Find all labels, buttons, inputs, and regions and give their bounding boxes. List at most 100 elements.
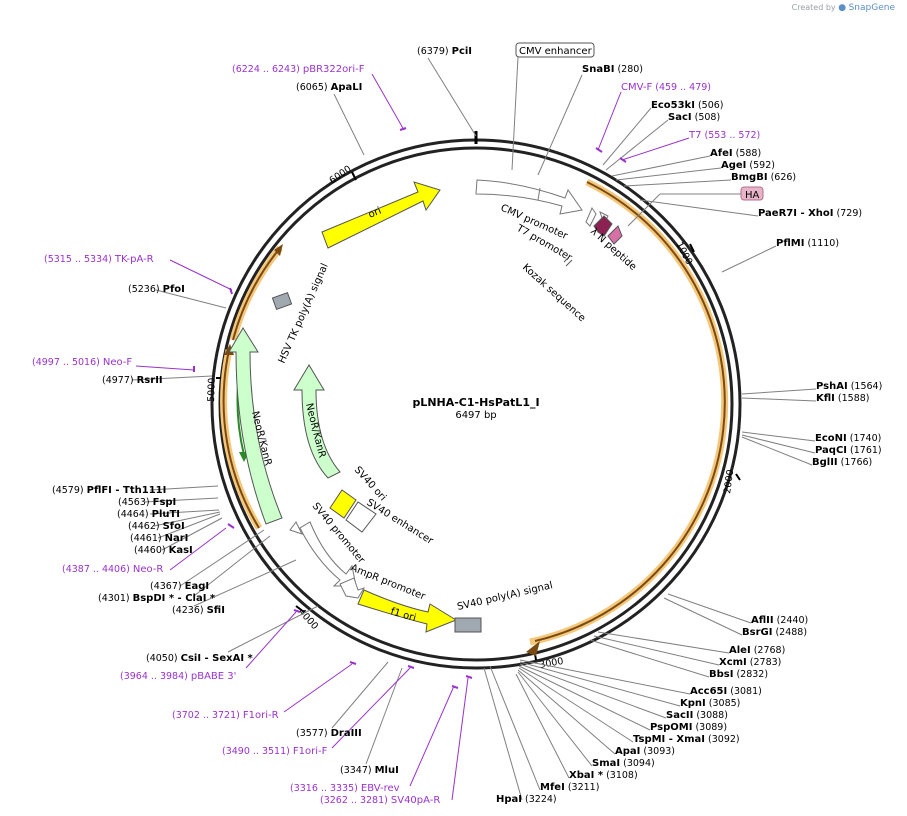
orf-band-left-upper [229, 245, 283, 341]
neor-kanr-outer-feature [228, 327, 283, 525]
snapgene-credit: Created by ● SnapGene [792, 3, 895, 13]
site-line-PflMI [721, 245, 777, 273]
primer-line-EBV-rev [409, 685, 455, 787]
site-name-NarI: NarI [165, 533, 189, 544]
site-AleI: AleI (2768) [729, 645, 785, 656]
site-DraIII: (3577) DraIII [296, 728, 362, 739]
site-name-BbsI: BbsI [709, 669, 733, 680]
site-name-PspOMI: PspOMI [650, 722, 692, 733]
site-line-AgeI [615, 167, 722, 181]
site-name-XbaI: XbaI * [569, 770, 604, 781]
site-line-PshAI [741, 388, 817, 395]
site-name-PaqCI: PaqCI [815, 445, 847, 456]
plasmid-length: 6497 bp [455, 410, 496, 421]
site-pos-MfeI: (3211) [565, 782, 600, 793]
site-PspOMI: PspOMI (3089) [650, 722, 727, 733]
site-RsrII: (4977) RsrII [102, 375, 163, 386]
tick-label-2000: 2000 [722, 469, 736, 494]
site-name-AgeI: AgeI [721, 160, 746, 171]
site-pos-ApaI: (3093) [640, 746, 675, 757]
site-line-DraIII [331, 661, 389, 729]
site-name-KasI: KasI [169, 545, 193, 556]
site-TspMI: TspMI - XmaI (3092) [633, 734, 740, 745]
site-name-MluI: MluI [375, 765, 399, 776]
site-name-PflMI: PflMI [776, 238, 804, 249]
primer-name-Neo-R: Neo-R [133, 564, 164, 575]
site-FspI: (4563) FspI [118, 497, 176, 508]
site-pos-KpnI: (3085) [706, 698, 741, 709]
site-name-TspMI: TspMI [633, 734, 665, 745]
hsv-tk-label: HSV TK poly(A) signal [277, 262, 331, 365]
site-pos-PflFI: (4579) [52, 485, 87, 496]
site-name-AflII: AflII [751, 615, 774, 626]
site-pos-MluI: (3347) [340, 765, 375, 776]
site-pos-PciI: (6379) [417, 46, 452, 57]
site-line-KflI [741, 397, 817, 402]
site-line-CsiI [227, 605, 319, 653]
site-name-Eco53kI: Eco53kI [651, 100, 695, 111]
site-line-BbsI [589, 639, 710, 678]
cmv-promoter-feature [475, 179, 583, 215]
plasmid-name: pLNHA-C1-HsPatL1_I [412, 396, 539, 409]
site-name-XcmI: XcmI [719, 657, 747, 668]
site-pos-XbaI: (3108) [603, 770, 638, 781]
primer-name-Neo-F: Neo-F [103, 357, 133, 368]
site-line-ApaLI [333, 93, 365, 156]
site-ApaI: ApaI (3093) [615, 746, 675, 757]
primer-range-Neo-F: (4997 .. 5016) [32, 357, 103, 368]
site-name-KpnI: KpnI [680, 698, 706, 709]
site-name-SfiI: SfiI [207, 605, 225, 616]
site-line-SmaI [517, 671, 593, 767]
site-pos-SmaI: (3094) [620, 758, 655, 769]
tick-mark-1000 [689, 243, 695, 253]
site-line-SnaBI [537, 74, 583, 176]
site-line-AflII [667, 593, 752, 624]
site-pos-ApaLI: (6065) [296, 82, 331, 93]
primer-name-TK-pA-R: TK-pA-R [114, 254, 154, 265]
primer-F1ori-F: (3490 .. 3511) F1ori-F [222, 746, 328, 757]
site-pos-TspMI: (3092) [705, 734, 740, 745]
tick-mark-6000 [351, 171, 357, 181]
primer-mark-pBR322ori-F [399, 127, 407, 131]
primer-range-TK-pA-R: (5315 .. 5334) [44, 254, 115, 265]
site-name-DraIII: DraIII [331, 728, 362, 739]
site-BglII: BglII (1766) [812, 457, 872, 468]
tick-label-4000: 4000 [296, 607, 320, 632]
kozak-mark-2 [565, 259, 573, 267]
site-name-PflFI: PflFI [87, 485, 112, 496]
ampr-promoter-feature [339, 577, 366, 599]
site-AflII: AflII (2440) [751, 615, 808, 626]
primer-range-F1ori-F: (3490 .. 3511) [222, 746, 293, 757]
site-extra-TspMI: - XmaI [665, 734, 705, 745]
site-ApaLI: (6065) ApaLI [296, 82, 362, 93]
site-PaqCI: PaqCI (1761) [815, 445, 882, 456]
site-pos-SfoI: (4462) [128, 521, 163, 532]
kozak-label: Kozak sequence [520, 262, 587, 324]
cmv-promoter-divider [537, 187, 541, 201]
site-line-SacI [605, 119, 669, 171]
credit-prefix: Created by [791, 3, 836, 12]
t7-promoter-feature [585, 206, 597, 227]
site-line-PfoI [155, 289, 227, 309]
primer-line-Neo-F [135, 365, 195, 371]
site-KflI: KflI (1588) [816, 393, 870, 404]
primer-range-pBABE3: (3964 .. 3984) [120, 671, 191, 682]
site-pos-PflMI: (1110) [804, 238, 839, 249]
site-line-AfeI [611, 155, 711, 177]
site-line-AleI [597, 631, 730, 654]
site-name-Acc65I: Acc65I [690, 686, 727, 697]
site-SfoI: (4462) SfoI [128, 521, 185, 532]
primer-pBR322ori-F: (6224 .. 6243) pBR322ori-F [232, 64, 365, 75]
site-pos-AflII: (2440) [774, 615, 809, 626]
site-PflMI: PflMI (1110) [776, 238, 839, 249]
site-pos-AfeI: (588) [733, 148, 762, 159]
primer-mark-SV40pA-R [465, 675, 473, 679]
site-leader-lines [131, 57, 817, 801]
site-line-KasI [161, 517, 223, 551]
site-pos-BglII: (1766) [838, 457, 873, 468]
site-line-PaqCI [741, 434, 816, 454]
site-SacII: SacII (3088) [666, 710, 728, 721]
ha-tag-feature [607, 225, 623, 245]
